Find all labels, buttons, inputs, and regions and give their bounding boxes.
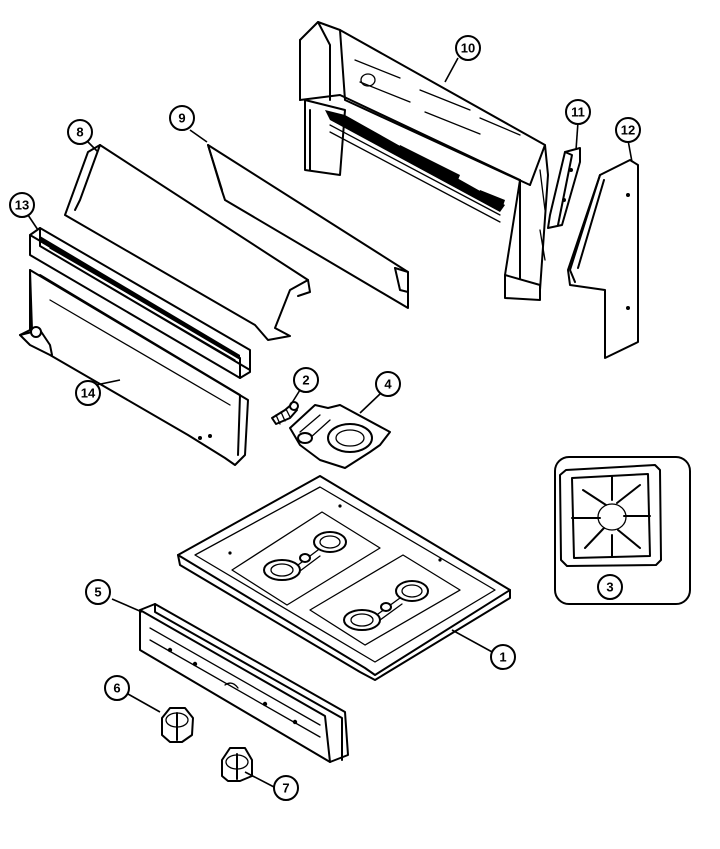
callout-14: 14 (75, 380, 101, 406)
callout-13: 13 (9, 192, 35, 218)
svg-text:1: 1 (499, 650, 506, 665)
svg-text:8: 8 (76, 125, 83, 140)
svg-text:7: 7 (282, 781, 289, 796)
callout-5: 5 (85, 579, 111, 605)
part-11-bracket (547, 147, 581, 229)
part-5-control-panel (139, 603, 349, 763)
part-12-end-panel (567, 159, 639, 359)
leader-lines (27, 57, 633, 788)
svg-text:10: 10 (461, 41, 475, 56)
callout-1: 1 (490, 644, 516, 670)
svg-text:3: 3 (606, 580, 613, 595)
callout-10: 10 (455, 35, 481, 61)
svg-text:4: 4 (384, 377, 392, 392)
svg-text:2: 2 (302, 373, 309, 388)
callout-12: 12 (615, 117, 641, 143)
svg-text:12: 12 (621, 123, 635, 138)
part-14-front-panel (19, 269, 249, 466)
svg-text:11: 11 (571, 105, 585, 120)
part-4-burner-plate (289, 404, 391, 469)
part-13-trim-bar (29, 227, 251, 379)
part-7-knob (221, 747, 253, 782)
svg-text:13: 13 (15, 198, 29, 213)
part-8-panel-cover (64, 144, 311, 341)
part-6-knob (161, 707, 194, 743)
callout-11: 11 (565, 99, 591, 125)
svg-text:6: 6 (113, 681, 120, 696)
part-2-orifice (271, 401, 299, 425)
svg-text:9: 9 (178, 111, 185, 126)
part-1-cooktop (177, 475, 511, 681)
callout-3: 3 (597, 574, 623, 600)
callout-8: 8 (67, 119, 93, 145)
callout-6: 6 (104, 675, 130, 701)
part-10-backguard-frame (299, 21, 549, 301)
part-9-trim-strip (207, 144, 409, 309)
callout-4: 4 (375, 371, 401, 397)
svg-text:14: 14 (81, 386, 96, 401)
callout-9: 9 (169, 105, 195, 131)
svg-text:5: 5 (94, 585, 101, 600)
callout-7: 7 (273, 775, 299, 801)
callout-2: 2 (293, 367, 319, 393)
part-3-grate (554, 456, 691, 605)
